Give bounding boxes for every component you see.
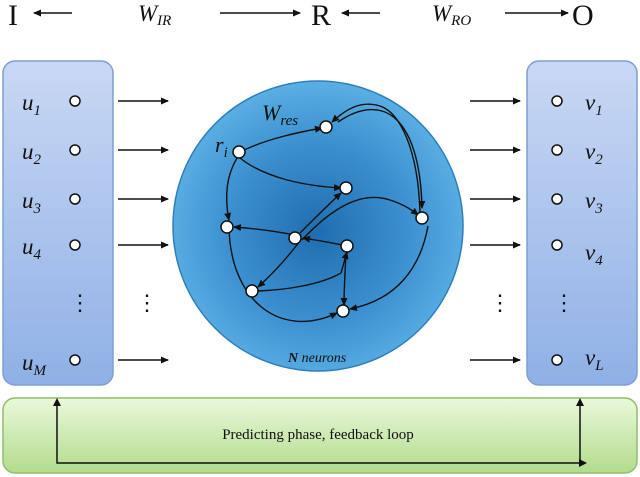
output-node-circle: [551, 144, 563, 156]
output-node-vL: vL: [551, 345, 604, 374]
neuron: [245, 284, 259, 298]
svg-text:v4: v4: [585, 240, 603, 269]
output-node-circle: [551, 95, 563, 107]
neuron: [340, 239, 354, 253]
connection-ri-to-c: [224, 157, 238, 221]
svg-text:u3: u3: [22, 188, 41, 217]
output-node-circle: [551, 193, 563, 205]
svg-text:u4: u4: [22, 234, 42, 263]
feedback-loop-line: [56, 404, 581, 464]
output-arrow-ellipsis: ⋮: [489, 290, 511, 315]
input-node-circle: [69, 144, 81, 156]
connection-d-to-h: [301, 196, 419, 241]
output-node-v3: v3: [551, 188, 603, 217]
connection-d-to-f: [257, 240, 301, 288]
reservoir-connections: [224, 103, 429, 323]
connection-f-to-e: [257, 251, 349, 292]
feedback-label: Predicting phase, feedback loop: [222, 427, 414, 443]
connection-ri-to-b: [239, 157, 342, 192]
output-layer-letter: O: [572, 0, 594, 32]
svg-text:u1: u1: [22, 90, 41, 119]
input-layer-letter: I: [8, 0, 18, 32]
output-node-v1: v1: [551, 90, 603, 119]
neuron: [415, 211, 429, 225]
neuron-ri: [232, 145, 246, 159]
connection-c-to-g: [228, 221, 338, 323]
output-node-v2: v2: [551, 139, 603, 168]
connection-h-to-g: [349, 225, 429, 312]
reservoir-sphere: [172, 80, 464, 372]
svg-text:uM: uM: [22, 350, 48, 379]
reservoir-size-label: N neurons: [287, 351, 347, 366]
neuron: [339, 181, 353, 195]
w-ro-label: WRO: [432, 1, 471, 29]
input-node-u2: u2: [22, 139, 81, 168]
svg-text:v3: v3: [585, 188, 603, 217]
svg-text:u2: u2: [22, 139, 42, 168]
feedback-box: [2, 397, 638, 474]
connection-ri-to-top: [243, 125, 323, 151]
output-node-v4: v4: [551, 239, 603, 269]
input-ellipsis: ⋮: [69, 290, 91, 315]
input-node-u1: u1: [22, 90, 81, 119]
neuron-ri-label: ri: [215, 132, 228, 161]
output-ellipsis: ⋮: [553, 290, 575, 315]
svg-text:vL: vL: [585, 345, 604, 374]
connection-e-to-g: [340, 253, 348, 306]
input-node-u4: u4: [22, 234, 81, 263]
feedback-arrowhead-top-left: [53, 398, 61, 406]
input-panel: u1 u2 u3 u4 ⋮ uM: [2, 60, 114, 386]
output-arrows: [470, 97, 521, 364]
feedback-panel: Predicting phase, feedback loop: [2, 397, 638, 474]
input-node-u3: u3: [22, 188, 81, 217]
header-row: I WIR R WRO O: [8, 0, 594, 32]
input-node-circle: [69, 193, 81, 205]
input-node-circle: [69, 95, 81, 107]
feedback-arrowhead-bottom-right: [579, 459, 587, 467]
connection-h-to-top: [331, 103, 421, 213]
neuron: [336, 304, 350, 318]
w-ir-label: WIR: [138, 1, 171, 29]
input-node-uM: uM: [22, 350, 81, 379]
input-node-circle: [69, 239, 81, 251]
connection-top-to-h: [337, 108, 426, 209]
input-box: [2, 60, 114, 386]
output-node-circle: [551, 239, 563, 251]
neuron: [319, 120, 333, 134]
input-node-circle: [69, 354, 81, 366]
connection-d-to-b: [299, 192, 342, 234]
reservoir: Wres ri N neurons: [172, 80, 464, 372]
reservoir-weight-label: Wres: [262, 100, 298, 129]
reservoir-layer-letter: R: [311, 0, 331, 32]
neuron: [288, 231, 302, 245]
neuron: [220, 220, 234, 234]
svg-text:v1: v1: [585, 90, 603, 119]
svg-text:v2: v2: [585, 139, 603, 168]
input-arrows: [118, 97, 169, 364]
reservoir-neurons: [220, 120, 429, 318]
output-node-circle: [551, 354, 563, 366]
output-panel: v1 v2 v3 v4 ⋮ vL: [526, 60, 638, 386]
input-arrow-ellipsis: ⋮: [136, 290, 158, 315]
feedback-arrowhead-top-right: [576, 398, 584, 406]
output-box: [526, 60, 638, 386]
connection-e-to-d: [302, 235, 343, 246]
